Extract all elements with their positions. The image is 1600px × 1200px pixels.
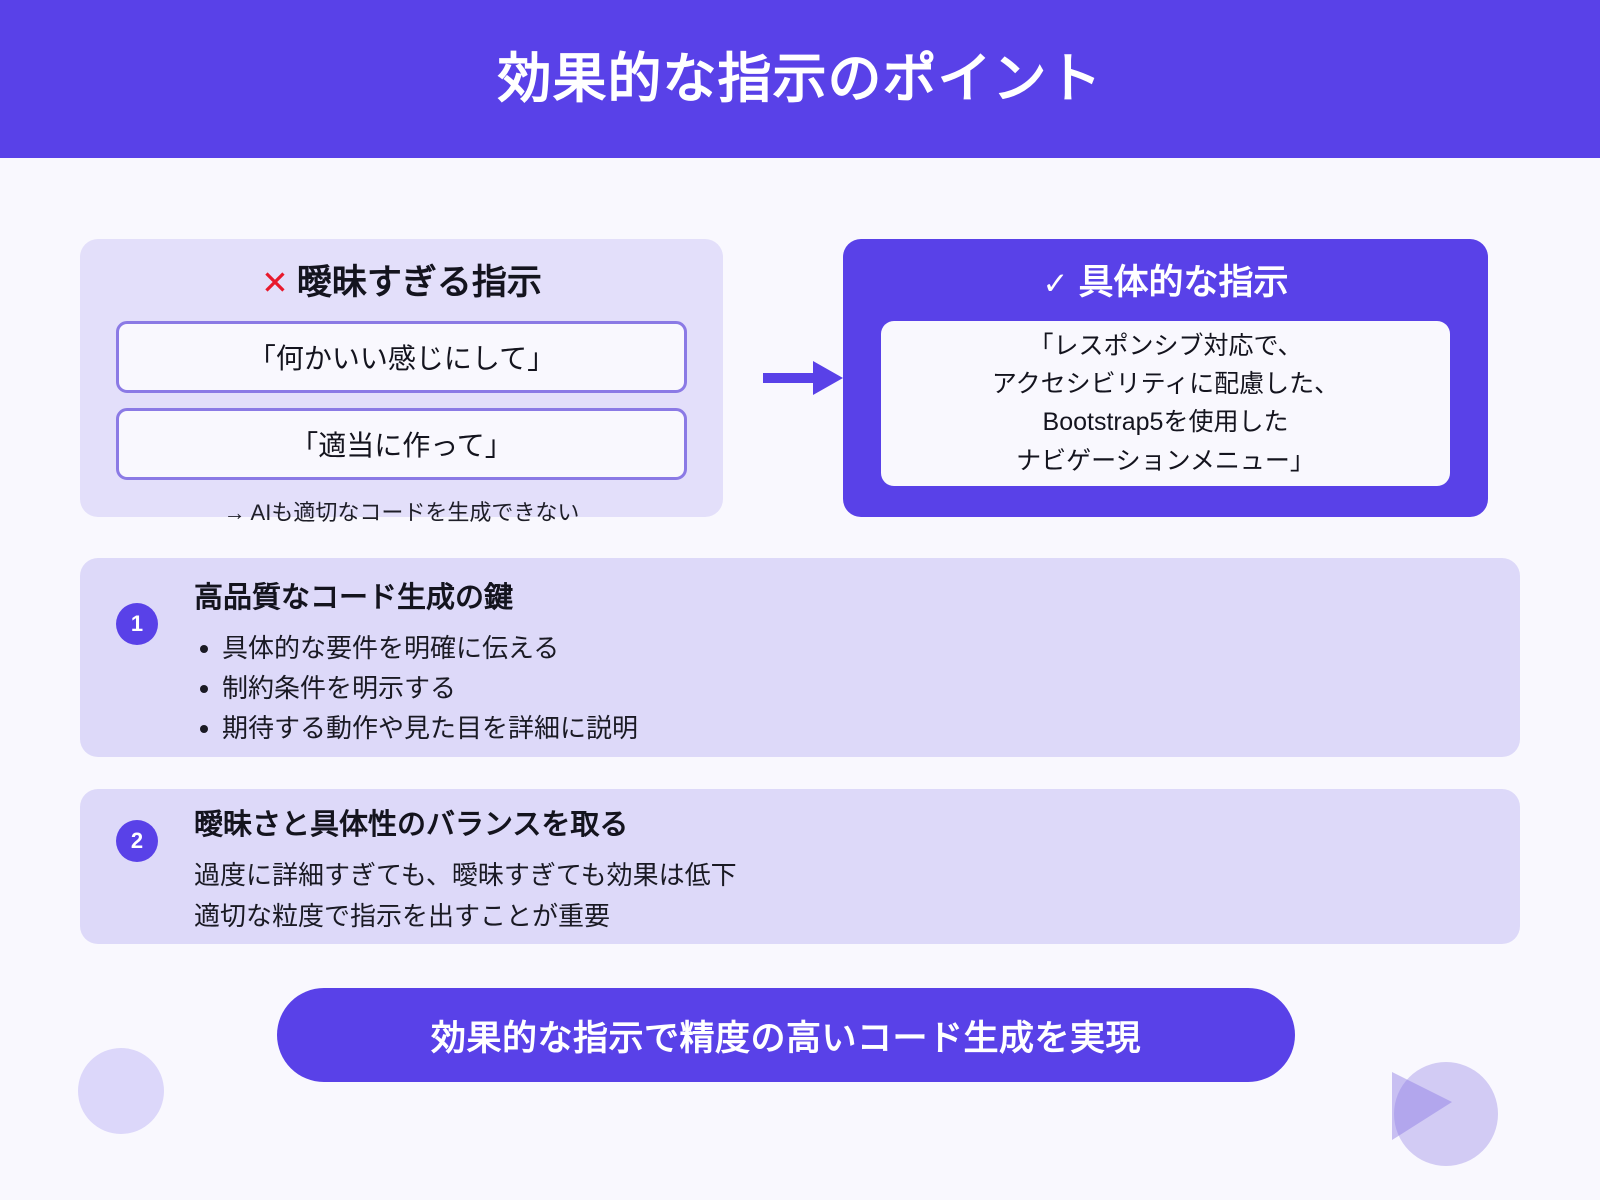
point-section-1: 1 高品質なコード生成の鍵 具体的な要件を明確に伝える 制約条件を明示する 期待…	[80, 558, 1520, 757]
section-description-line: 過度に詳細すぎても、曖昧すぎても効果は低下	[194, 859, 737, 890]
vague-card-title-text: 曖昧すぎる指示	[296, 263, 542, 302]
vague-example-text: 「適当に作って」	[290, 429, 513, 461]
list-item: 期待する動作や見た目を詳細に説明	[194, 708, 1480, 748]
decorative-circle-left	[78, 1048, 164, 1134]
specific-card-title-text: 具体的な指示	[1078, 263, 1289, 302]
list-item: 具体的な要件を明確に伝える	[194, 628, 1480, 668]
specific-example-line: Bootstrap5を使用した	[1042, 408, 1289, 437]
specific-example-line: ナビゲーションメニュー」	[1016, 446, 1315, 475]
page-title: 効果的な指示のポイント	[497, 49, 1103, 109]
vague-card-title: ✕曖昧すぎる指示	[116, 261, 687, 305]
specific-card-title: ✓ 具体的な指示	[881, 261, 1450, 305]
specific-instruction-card: ✓ 具体的な指示 「レスポンシブ対応で、 アクセシビリティに配慮した、 Boots…	[843, 239, 1488, 517]
section-content: 高品質なコード生成の鍵 具体的な要件を明確に伝える 制約条件を明示する 期待する…	[194, 580, 1480, 748]
specific-example-line: 「レスポンシブ対応で、	[1028, 331, 1303, 360]
vague-example-box: 「適当に作って」	[116, 407, 687, 480]
decorative-triangle-icon	[1392, 1072, 1452, 1140]
page-header: 効果的な指示のポイント	[0, 0, 1600, 158]
cross-mark-icon: ✕	[261, 264, 289, 301]
point-section-2: 2 曖昧さと具体性のバランスを取る 過度に詳細すぎても、曖昧すぎても効果は低下 …	[80, 789, 1520, 944]
check-mark-icon: ✓	[1042, 266, 1069, 301]
vague-instruction-card: ✕曖昧すぎる指示 「何かいい感じにして」 「適当に作って」 → AIも適切なコー…	[80, 239, 723, 525]
list-item: 制約条件を明示する	[194, 668, 1480, 708]
section-description-line: 適切な粒度で指示を出すことが重要	[194, 900, 611, 931]
vague-example-text: 「何かいい感じにして」	[247, 342, 556, 374]
specific-example-line: アクセシビリティに配慮した、	[991, 370, 1340, 398]
arrow-right-icon	[763, 361, 843, 395]
vague-example-box: 「何かいい感じにして」	[116, 320, 687, 393]
decorative-circle-right	[1394, 1062, 1498, 1166]
section-number-badge: 2	[116, 820, 158, 862]
section-content: 曖昧さと具体性のバランスを取る 過度に詳細すぎても、曖昧すぎても効果は低下 適切…	[194, 807, 1480, 937]
comparison-row: ✕曖昧すぎる指示 「何かいい感じにして」 「適当に作って」 → AIも適切なコー…	[80, 239, 1520, 525]
section-title: 高品質なコード生成の鍵	[194, 582, 514, 614]
section-title: 曖昧さと具体性のバランスを取る	[194, 809, 629, 841]
section-bullet-list: 具体的な要件を明確に伝える 制約条件を明示する 期待する動作や見た目を詳細に説明	[194, 628, 1480, 748]
summary-banner-text: 効果的な指示で精度の高いコード生成を実現	[430, 1018, 1141, 1058]
summary-banner: 効果的な指示で精度の高いコード生成を実現	[277, 988, 1295, 1082]
section-number-badge: 1	[116, 603, 158, 645]
vague-card-note: → AIも適切なコードを生成できない	[223, 499, 580, 525]
specific-example-box: 「レスポンシブ対応で、 アクセシビリティに配慮した、 Bootstrap5を使用…	[881, 320, 1450, 486]
